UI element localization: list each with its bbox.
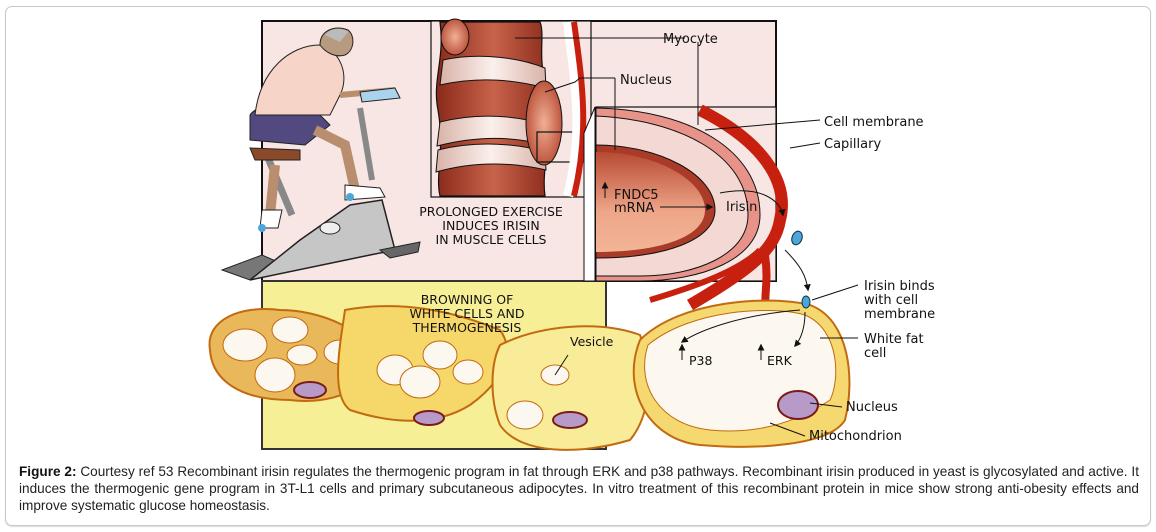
membrane-inset [583, 104, 803, 322]
label-irisin-binds-2: with cell [864, 293, 918, 308]
label-exercise-2: INDUCES IRISIN [442, 218, 539, 233]
figure-caption: Figure 2: Courtesy ref 53 Recombinant ir… [19, 463, 1139, 514]
exercise-bike-illustration [220, 27, 421, 281]
label-erk: ERK [767, 353, 793, 368]
label-browning-2: WHITE CELLS AND [410, 306, 525, 321]
label-cell-membrane: Cell membrane [824, 115, 924, 130]
label-browning-3: THERMOGENESIS [412, 320, 522, 335]
label-myocyte: Myocyte [663, 32, 718, 47]
label-exercise-3: IN MUSCLE CELLS [436, 232, 547, 247]
caption-text: Courtesy ref 53 Recombinant irisin regul… [19, 464, 1139, 513]
label-white-fat-1: White fat [864, 332, 924, 347]
label-mitochondrion: Mitochondrion [809, 429, 902, 444]
label-irisin-binds-1: Irisin binds [864, 279, 935, 294]
label-irisin: Irisin [726, 200, 757, 215]
label-capillary: Capillary [824, 137, 881, 152]
label-p38: P38 [689, 353, 712, 368]
label-browning-1: BROWNING OF [421, 292, 514, 307]
label-mrna: mRNA [614, 201, 654, 216]
leader-lines [515, 37, 859, 437]
label-white-fat-2: cell [864, 346, 886, 361]
label-nucleus-bottom: Nucleus [846, 400, 898, 415]
label-vesicle: Vesicle [570, 334, 614, 349]
label-exercise-1: PROLONGED EXERCISE [419, 204, 563, 219]
label-nucleus-top: Nucleus [620, 73, 672, 88]
label-irisin-binds-3: membrane [864, 307, 935, 322]
muscle-fiber [430, 18, 592, 198]
caption-label: Figure 2: [19, 464, 77, 479]
label-fndc5: FNDC5 [614, 188, 659, 203]
